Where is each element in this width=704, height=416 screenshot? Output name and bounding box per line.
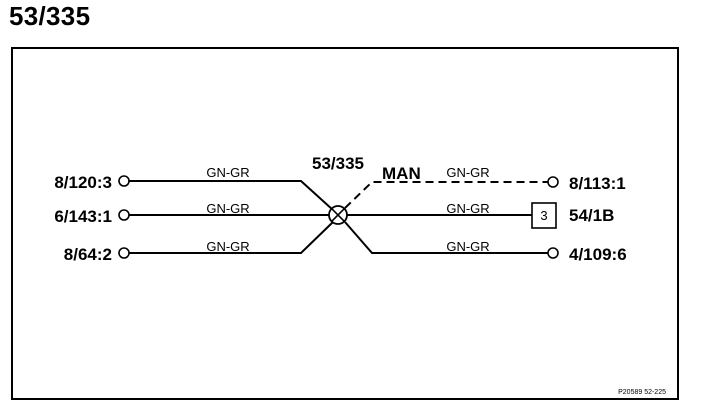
terminal-circle (547, 176, 559, 188)
left-wire-color-1: GN-GR (206, 165, 249, 180)
splice-symbol (328, 205, 348, 225)
right-wire-2 (347, 202, 557, 229)
right-terminal-label-2: 54/1B (569, 206, 614, 225)
diagram-frame (11, 47, 679, 400)
right-wire-color-2: GN-GR (446, 201, 489, 216)
left-wire-color-3: GN-GR (206, 239, 249, 254)
left-wire-3 (118, 221, 334, 259)
left-wire-2 (118, 209, 329, 221)
left-terminal-label-1: 8/120:3 (54, 173, 112, 192)
man-label: MAN (382, 164, 421, 183)
left-terminal-label-2: 6/143:1 (54, 207, 112, 226)
left-wire-1 (118, 175, 334, 211)
terminal-circle (118, 175, 130, 187)
left-wire-color-2: GN-GR (206, 201, 249, 216)
terminal-circle (118, 209, 130, 221)
page-title: 53/335 (9, 1, 91, 31)
right-terminal-label-1: 8/113:1 (569, 174, 626, 193)
right-wire-3 (344, 221, 559, 259)
figure-code: P20589 52-225 (618, 389, 666, 396)
terminal-circle (547, 247, 559, 259)
connector-box (531, 202, 557, 229)
connector-pin-number: 3 (540, 208, 547, 223)
right-terminal-label-3: 4/109:6 (569, 245, 627, 264)
left-terminal-label-3: 8/64:2 (64, 245, 112, 264)
right-wire-1-dashed (344, 176, 559, 209)
right-wire-color-3: GN-GR (446, 239, 489, 254)
splice-label: 53/335 (312, 154, 364, 173)
terminal-circle (118, 247, 130, 259)
right-wire-color-1: GN-GR (446, 165, 489, 180)
